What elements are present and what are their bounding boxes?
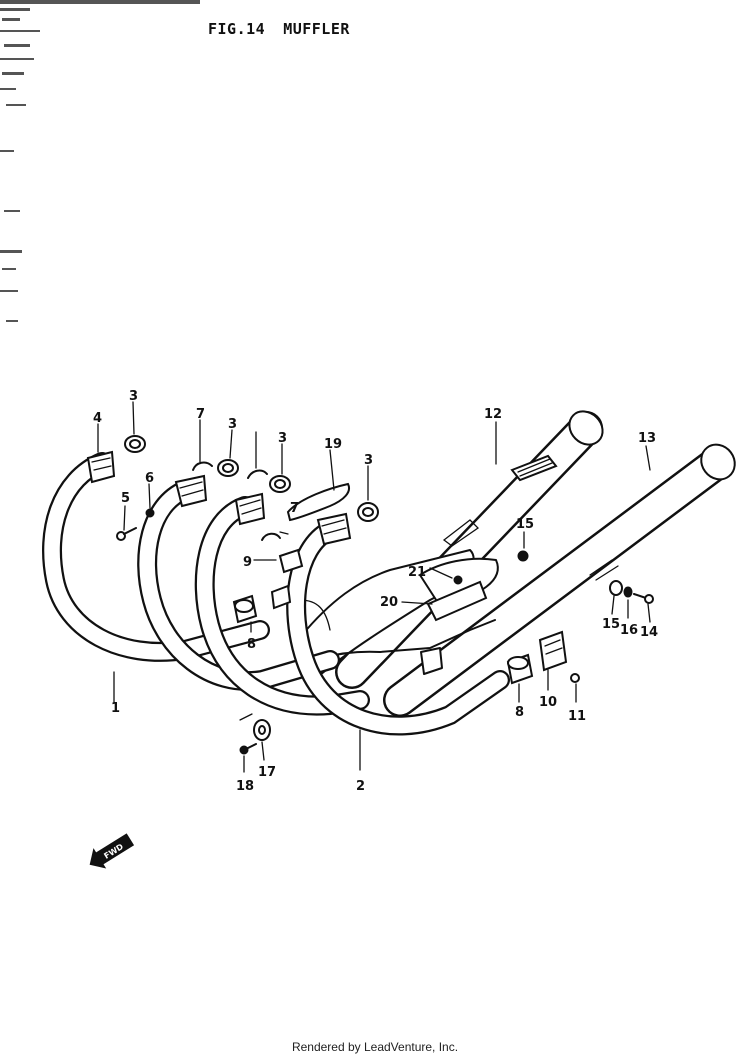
retainer-set (192, 461, 281, 541)
callout-15a: 15 (516, 517, 534, 532)
stud-bolt (116, 508, 155, 541)
callout-16: 16 (620, 623, 638, 638)
connector-sleeves (232, 594, 534, 685)
figure-title: FIG.14 MUFFLER (208, 20, 350, 38)
figure-name: MUFFLER (283, 20, 350, 38)
callout-3d: 3 (364, 453, 373, 468)
exhaust-pipe-1 (42, 452, 270, 662)
callout-2: 2 (356, 779, 365, 794)
gasket-set (124, 435, 379, 522)
callout-3b: 3 (228, 417, 237, 432)
callout-12: 12 (484, 407, 502, 422)
callout-3a: 3 (129, 389, 138, 404)
callout-18: 18 (236, 779, 254, 794)
mount-hardware (517, 550, 654, 604)
exhaust-pipe-2 (286, 520, 510, 736)
fwd-arrow-icon: FWD (89, 833, 135, 869)
footer-credit: Rendered by LeadVenture, Inc. (291, 1040, 459, 1054)
callout-10: 10 (539, 695, 557, 710)
callout-11: 11 (568, 709, 586, 724)
pipe-flanges (86, 450, 352, 546)
callout-5: 5 (121, 491, 130, 506)
callout-8a: 8 (247, 637, 256, 652)
leader-lines (97, 401, 651, 773)
callout-7a: 7 (196, 407, 205, 422)
callout-4: 4 (93, 411, 102, 426)
muffler-joint-clamp (420, 630, 580, 683)
exhaust-pipe-b (137, 480, 340, 692)
exhaust-pipe-c (194, 496, 370, 716)
callout-7b: 7 (290, 501, 299, 516)
figure-number: FIG.14 (208, 20, 266, 38)
callout-15b: 15 (602, 617, 620, 632)
callout-3c: 3 (278, 431, 287, 446)
callout-labels: 1 2 3 3 3 3 4 5 6 7 7 8 8 9 10 11 12 13 … (93, 389, 658, 794)
callout-19: 19 (324, 437, 342, 452)
muffler-bracket (426, 575, 488, 622)
callout-8b: 8 (515, 705, 524, 720)
callout-17: 17 (258, 765, 276, 780)
callout-6: 6 (145, 471, 154, 486)
scan-noise (0, 0, 200, 322)
callout-9: 9 (243, 555, 252, 570)
lower-bracket (239, 713, 271, 755)
callout-14: 14 (640, 625, 658, 640)
callout-1: 1 (111, 701, 120, 716)
heat-shield (286, 482, 350, 522)
callout-13: 13 (638, 431, 656, 446)
callout-21: 21 (408, 565, 426, 580)
silencer-right (383, 443, 736, 717)
callout-20: 20 (380, 595, 398, 610)
pipe-clamp (270, 548, 304, 610)
